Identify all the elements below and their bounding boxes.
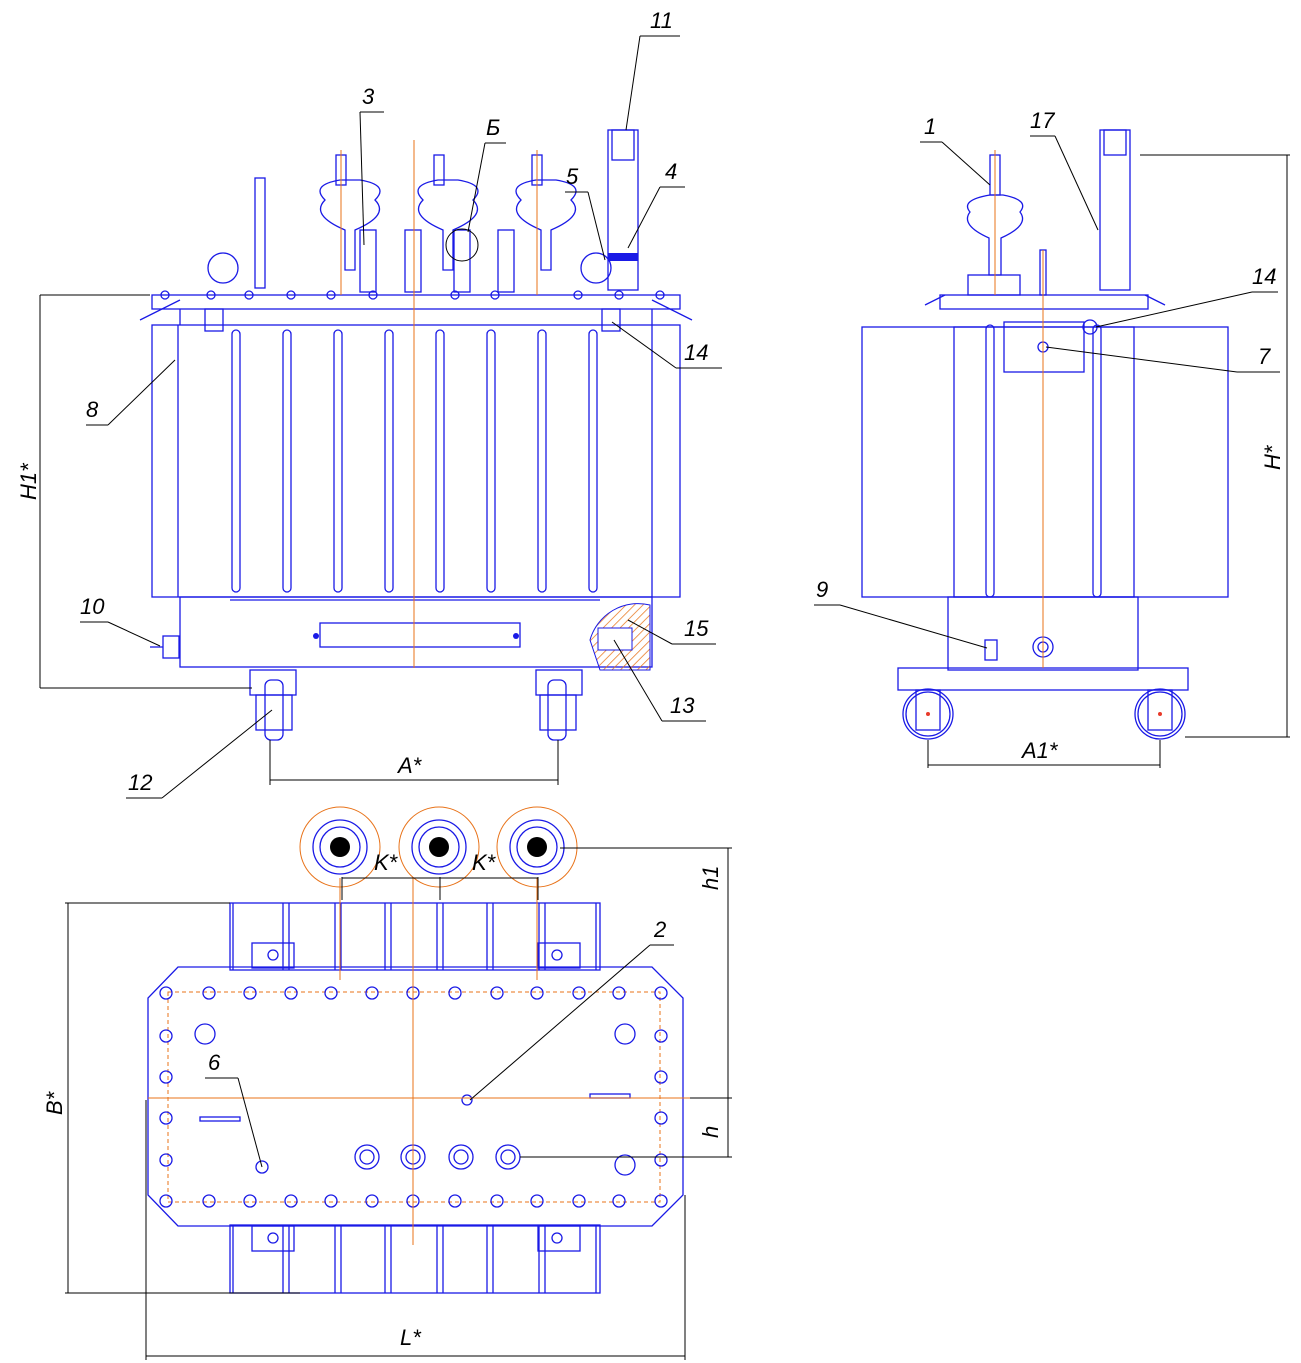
dimension-lines [39, 154, 1290, 1360]
callout-labels: 11 3 Б 5 4 8 14 10 15 13 12 1 17 14 7 9 … [80, 8, 1276, 1075]
callout-7: 7 [1258, 344, 1271, 369]
dim-h-star: H* [1260, 444, 1285, 470]
dim-a-star: A* [396, 753, 423, 778]
dim-h1: h1 [698, 866, 723, 890]
callout-12: 12 [128, 770, 152, 795]
callout-13: 13 [670, 693, 695, 718]
callout-14-front: 14 [684, 340, 708, 365]
callout-5: 5 [566, 164, 579, 189]
dim-h1-star: H1* [16, 462, 41, 500]
callout-10: 10 [80, 594, 105, 619]
dimension-labels: H1* A* H* A1* K* K* h1 h B* L* [16, 444, 1285, 1350]
callout-2: 2 [653, 917, 666, 942]
leader-lines [80, 35, 1280, 1168]
dim-h: h [698, 1126, 723, 1138]
front-view [139, 129, 693, 741]
dim-k-star-right: K* [472, 850, 497, 875]
callout-b: Б [486, 115, 500, 140]
dim-b-star: B* [42, 1090, 67, 1115]
callout-3: 3 [362, 84, 375, 109]
dim-a1-star: A1* [1020, 738, 1059, 763]
callout-14-side: 14 [1252, 264, 1276, 289]
callout-4: 4 [665, 159, 677, 184]
top-view [147, 806, 690, 1294]
callout-1: 1 [924, 114, 936, 139]
side-view [861, 129, 1229, 740]
callout-15: 15 [684, 616, 709, 641]
callout-8: 8 [86, 397, 99, 422]
callout-17: 17 [1030, 108, 1055, 133]
callout-9: 9 [816, 577, 828, 602]
dim-l-star: L* [400, 1325, 422, 1350]
callout-6: 6 [208, 1050, 221, 1075]
callout-11: 11 [650, 8, 673, 33]
dim-k-star-left: K* [374, 850, 399, 875]
